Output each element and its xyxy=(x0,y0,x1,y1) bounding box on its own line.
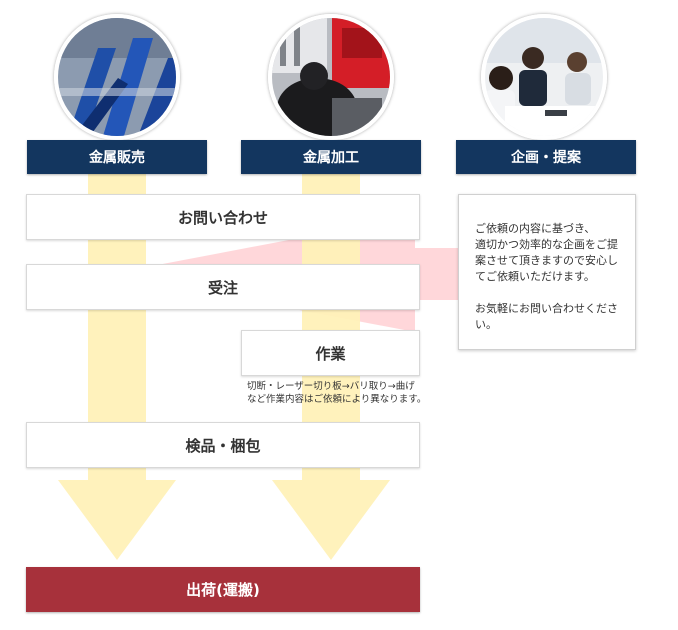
category-label-metal-sales: 金属販売 xyxy=(27,140,207,174)
sales-flow-arrow xyxy=(58,172,176,560)
planning-note-line: てご依頼いただけます。 xyxy=(475,270,595,283)
work-note: 切断・レーザー切り板→バリ取り→曲げ など作業内容はご依頼により異なります。 xyxy=(247,380,426,406)
business-meeting-photo-icon xyxy=(481,14,607,140)
planning-note-contact: お気軽にお問い合わせください。 xyxy=(475,302,618,331)
step-work: 作業 xyxy=(241,330,420,376)
planning-note-line: ご依頼の内容に基づき、 xyxy=(475,222,596,235)
category-label-planning: 企画・提案 xyxy=(456,140,636,174)
planning-info-box: ご依頼の内容に基づき、 適切かつ効率的な企画をご提 案させて頂きますので安心し … xyxy=(458,194,636,350)
step-order: 受注 xyxy=(26,264,420,310)
step-inspection-packing: 検品・梱包 xyxy=(26,422,420,468)
steel-profiles-photo-icon xyxy=(54,14,180,140)
planning-note-line: 案させて頂きますので安心し xyxy=(475,254,618,267)
step-shipping: 出荷(運搬) xyxy=(26,567,420,612)
factory-worker-photo-icon xyxy=(268,14,394,140)
step-inquiry: お問い合わせ xyxy=(26,194,420,240)
category-label-metal-processing: 金属加工 xyxy=(241,140,421,174)
planning-note-paragraph: ご依頼の内容に基づき、 適切かつ効率的な企画をご提 案させて頂きますので安心し … xyxy=(475,221,623,285)
planning-note-line: 適切かつ効率的な企画をご提 xyxy=(475,238,618,251)
work-note-line: 切断・レーザー切り板→バリ取り→曲げ xyxy=(247,381,415,392)
work-note-line: など作業内容はご依頼により異なります。 xyxy=(247,394,427,405)
